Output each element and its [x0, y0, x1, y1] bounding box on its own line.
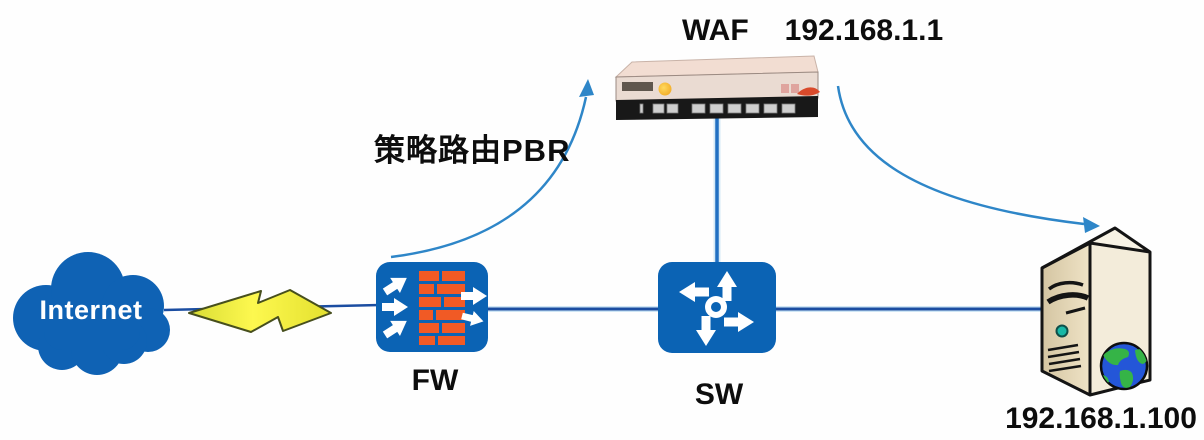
firewall-arrows — [382, 277, 487, 339]
waf-logo-dot — [658, 82, 672, 96]
globe-icon — [1099, 341, 1149, 391]
internet-label: Internet — [39, 295, 143, 325]
server-power-button — [1055, 324, 1069, 338]
waf-label: WAF — [682, 14, 749, 47]
server-ip-label: 192.168.1.100 — [1005, 402, 1197, 435]
switch-arrows — [679, 271, 754, 346]
waf-ports — [639, 103, 796, 114]
server-vents — [1047, 343, 1082, 373]
server-drive-slots — [1046, 280, 1090, 315]
waf-appliance-icon — [614, 55, 820, 120]
internet-cloud-icon — [13, 252, 170, 375]
waf-brand-logo — [781, 84, 820, 96]
pbr-route-label: 策略路由PBR — [374, 133, 571, 168]
pbr-curved-arrow — [390, 79, 594, 259]
waf-to-server-curved-arrow — [836, 85, 1100, 233]
waf-title: WAF 192.168.1.1 — [682, 14, 943, 47]
switch-icon — [658, 262, 776, 353]
firewall-label: FW — [411, 364, 459, 397]
waf-front-label — [622, 82, 653, 91]
firewall-icon — [376, 262, 488, 352]
waf-ip-label: 192.168.1.1 — [784, 14, 944, 47]
firewall-brick-wall — [419, 271, 465, 345]
lightning-bolt-icon — [188, 289, 332, 333]
switch-label: SW — [694, 378, 744, 411]
server-icon — [1040, 226, 1152, 397]
